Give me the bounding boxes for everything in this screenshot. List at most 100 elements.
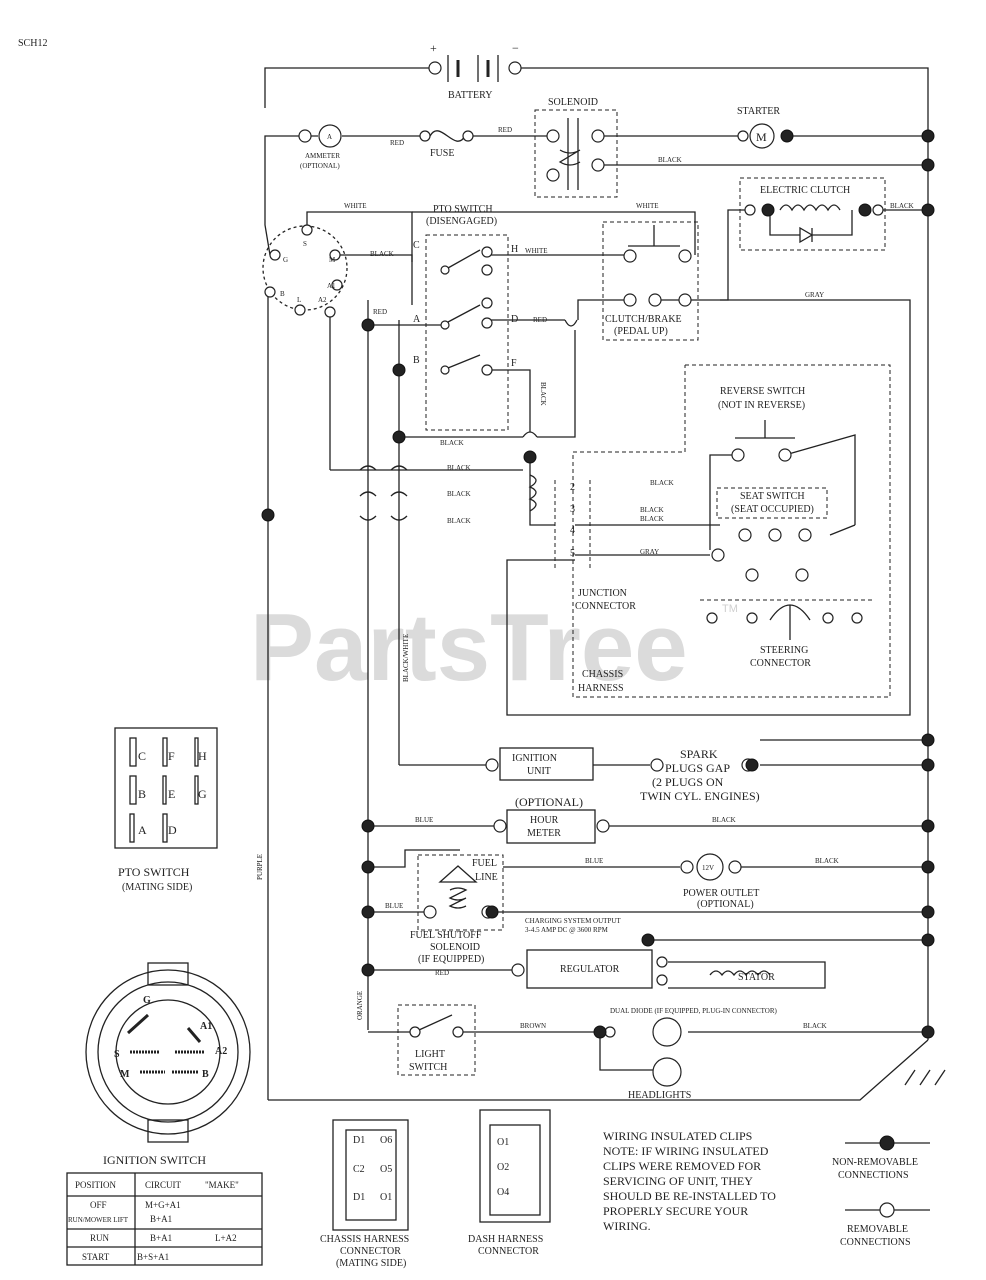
ch-line3: (MATING SIDE) bbox=[336, 1258, 406, 1269]
ign-view-s: S bbox=[114, 1049, 120, 1060]
tbl-h0: POSITION bbox=[75, 1180, 117, 1190]
wire-black-hl: BLACK bbox=[803, 1022, 827, 1030]
starter: M STARTER bbox=[737, 106, 780, 149]
wire-black-hm: BLACK bbox=[712, 816, 736, 824]
safety-switches: REVERSE SWITCH (NOT IN REVERSE) SEAT SWI… bbox=[528, 364, 891, 698]
light-switch-2: SWITCH bbox=[409, 1062, 447, 1073]
legend-rem-1: REMOVABLE bbox=[847, 1224, 908, 1235]
fuel-sol-1: FUEL SHUTOFF bbox=[410, 930, 482, 941]
ign-g: G bbox=[283, 256, 288, 264]
pto-b: B bbox=[413, 355, 420, 366]
power-outlet-2: (OPTIONAL) bbox=[697, 899, 754, 910]
junction-dot bbox=[921, 1025, 935, 1039]
clutch-brake-1: CLUTCH/BRAKE bbox=[605, 314, 682, 325]
pto-cell-h: H bbox=[198, 749, 207, 763]
fuse: FUSE RED RED bbox=[390, 126, 512, 159]
ign-unit-2: UNIT bbox=[527, 766, 551, 777]
electric-clutch-label: ELECTRIC CLUTCH bbox=[760, 185, 850, 196]
junction-dots bbox=[261, 129, 935, 1039]
ign-a2: A2 bbox=[318, 296, 327, 304]
pto-mating-view: C F H B E G A D PTO SWITCH (MATING SIDE) bbox=[114, 727, 218, 893]
note-line0: NOTE: IF WIRING INSULATED bbox=[603, 1144, 769, 1158]
junction-dot bbox=[392, 363, 406, 377]
ignition-unit: IGNITION UNIT SPARK PLUGS GAP (2 PLUGS O… bbox=[485, 747, 760, 803]
pto-title: PTO SWITCH bbox=[433, 204, 493, 215]
wire-blue-po: BLUE bbox=[585, 857, 603, 865]
ammeter-label: AMMETER bbox=[305, 152, 340, 160]
dash-connector: O1 O2 O4 DASH HARNESS CONNECTOR bbox=[468, 1109, 551, 1257]
wire-black-sol: BLACK bbox=[658, 156, 682, 164]
pto-c: C bbox=[413, 240, 420, 251]
ign-m: M bbox=[329, 256, 336, 264]
spark-2: PLUGS GAP bbox=[665, 761, 730, 775]
ign-s: S bbox=[303, 240, 307, 248]
wire-red-2: RED bbox=[498, 126, 512, 134]
wire-orange: ORANGE bbox=[356, 991, 364, 1020]
junction-1: JUNCTION bbox=[578, 588, 627, 599]
junction-dot bbox=[858, 203, 872, 217]
wire-red-1: RED bbox=[390, 139, 404, 147]
junction-dot bbox=[921, 129, 935, 143]
junction-2: CONNECTOR bbox=[575, 601, 636, 612]
ch-l0: D1 bbox=[353, 1135, 365, 1146]
junction-dot bbox=[921, 733, 935, 747]
junction-dot bbox=[593, 1025, 607, 1039]
wire-red-reg: RED bbox=[435, 969, 449, 977]
wire-white-pto: WHITE bbox=[525, 247, 548, 255]
wire-brown: BROWN bbox=[520, 1022, 546, 1030]
reverse-2: (NOT IN REVERSE) bbox=[718, 400, 805, 411]
pto-d: D bbox=[511, 314, 518, 325]
junction-dot bbox=[921, 203, 935, 217]
wire-black-c: BLACK bbox=[447, 490, 471, 498]
starter-symbol: M bbox=[756, 130, 767, 144]
dash-p2: O4 bbox=[497, 1187, 509, 1198]
charging-2: 3-4.5 AMP DC @ 3600 RPM bbox=[525, 926, 609, 934]
power-outlet: FUEL LINE 12V POWER OUTLET (OPTIONAL) BL… bbox=[417, 853, 839, 931]
starter-label: STARTER bbox=[737, 106, 780, 117]
tbl-h2: "MAKE" bbox=[205, 1180, 239, 1190]
note-line1: CLIPS WERE REMOVED FOR bbox=[603, 1159, 761, 1173]
junction-dot bbox=[485, 905, 499, 919]
tbl-r3c1: B+S+A1 bbox=[137, 1252, 169, 1262]
tbl-r2c2: L+A2 bbox=[215, 1233, 237, 1243]
jp2: 2 bbox=[570, 482, 575, 493]
ignition-switch-view: G A1 S A2 M B IGNITION SWITCH bbox=[85, 962, 251, 1167]
junction-dot bbox=[361, 318, 375, 332]
junction-dot bbox=[361, 905, 375, 919]
tbl-h1: CIRCUIT bbox=[145, 1180, 182, 1190]
wire-black-a: BLACK bbox=[440, 439, 464, 447]
tbl-r1c0: RUN/MOWER LIFT bbox=[68, 1216, 129, 1224]
ign-unit-1: IGNITION bbox=[512, 753, 557, 764]
headlights-label: HEADLIGHTS bbox=[628, 1090, 691, 1101]
junction-dot bbox=[921, 158, 935, 172]
hour-meter-2: METER bbox=[527, 828, 561, 839]
stator-note: DUAL DIODE (IF EQUIPPED, PLUG-IN CONNECT… bbox=[610, 1007, 777, 1015]
note-line3: SHOULD BE RE-INSTALLED TO bbox=[603, 1189, 776, 1203]
wire-black-j3: BLACK bbox=[640, 515, 664, 523]
hour-meter: (OPTIONAL) HOUR METER BLUE BLACK bbox=[415, 795, 736, 844]
ch-r0: O6 bbox=[380, 1135, 392, 1146]
ch-r1: O5 bbox=[380, 1164, 392, 1175]
ch-line1: CHASSIS HARNESS bbox=[320, 1234, 409, 1245]
battery-label: BATTERY bbox=[448, 90, 492, 101]
watermark: PartsTree bbox=[250, 594, 688, 701]
reverse-1: REVERSE SWITCH bbox=[720, 386, 805, 397]
sheet-id: SCH12 bbox=[18, 38, 47, 49]
ign-view-a2: A2 bbox=[215, 1046, 227, 1057]
junction-dot bbox=[921, 905, 935, 919]
ign-view-title: IGNITION SWITCH bbox=[103, 1153, 206, 1167]
junction-dot bbox=[921, 860, 935, 874]
ammeter: A AMMETER (OPTIONAL) bbox=[298, 124, 342, 170]
wire-white-top: WHITE bbox=[344, 202, 367, 210]
ign-l: L bbox=[297, 296, 301, 304]
light-switch: LIGHT SWITCH BROWN BLACK HEADLIGHTS bbox=[397, 1004, 946, 1101]
ign-view-a1: A1 bbox=[200, 1021, 212, 1032]
wire-black-j2: BLACK bbox=[640, 506, 664, 514]
spark-4: TWIN CYL. ENGINES) bbox=[640, 789, 760, 803]
ch-line2: CONNECTOR bbox=[340, 1246, 401, 1257]
junction-dot bbox=[641, 933, 655, 947]
pto-cell-c: C bbox=[138, 749, 146, 763]
seat-1: SEAT SWITCH bbox=[740, 491, 805, 502]
legend-nonrem-1: NON-REMOVABLE bbox=[832, 1157, 918, 1168]
